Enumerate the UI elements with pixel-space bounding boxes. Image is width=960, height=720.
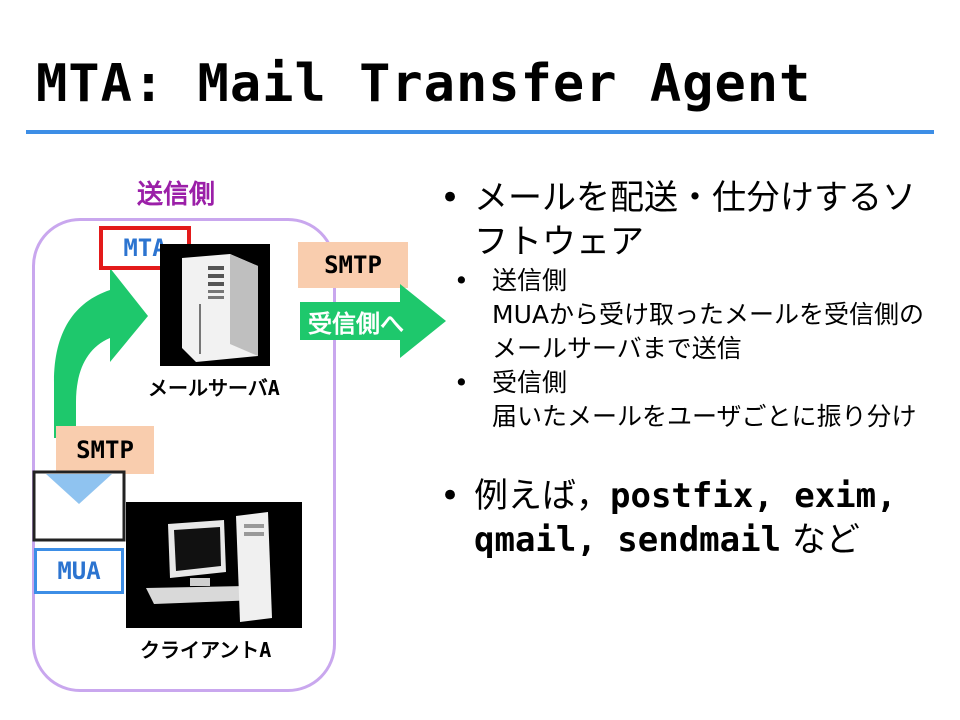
bullet-text: メールを配送・仕分けするソフトウェア bbox=[474, 178, 916, 262]
bullet-dot: • bbox=[440, 476, 461, 516]
to-receiver-label: 受信側へ bbox=[308, 310, 404, 338]
sub-bullet-receiver-desc: 届いたメールをユーザごとに振り分け bbox=[492, 402, 917, 431]
server-caption: メールサーバA bbox=[148, 376, 280, 400]
title-underline bbox=[26, 130, 934, 134]
bullet-main-2: • 例えば，postfix, exim, qmail, sendmail など bbox=[440, 474, 936, 562]
sub-bullet-sender: • 送信側 bbox=[440, 264, 936, 298]
sub-bullet-title: 送信側 bbox=[492, 266, 568, 295]
envelope-icon bbox=[32, 470, 126, 542]
sender-group-frame bbox=[32, 218, 336, 692]
client-caption: クライアントA bbox=[140, 638, 272, 662]
rightward-green-arrow bbox=[300, 284, 446, 358]
bullet-main-1: • メールを配送・仕分けするソフトウェア bbox=[440, 176, 936, 264]
examples-prefix: 例えば， bbox=[474, 476, 610, 516]
slide-title: MTA: Mail Transfer Agent bbox=[36, 54, 812, 114]
server-tower-image bbox=[160, 244, 270, 366]
sub-bullet-dot: • bbox=[454, 266, 469, 295]
smtp-badge-top: SMTP bbox=[298, 242, 408, 288]
sub-bullet-title: 受信側 bbox=[492, 368, 568, 397]
bullet-dot: • bbox=[440, 178, 461, 218]
examples-suffix: など bbox=[781, 520, 860, 560]
smtp-badge-left: SMTP bbox=[56, 426, 154, 474]
examples-mono-line2: qmail, sendmail bbox=[474, 520, 782, 560]
client-pc-image bbox=[126, 502, 302, 628]
sender-side-label: 送信側 bbox=[137, 180, 216, 210]
mua-label: MUA bbox=[34, 548, 124, 594]
upward-green-arrow bbox=[54, 268, 148, 438]
bullet-list: • メールを配送・仕分けするソフトウェア • 送信側 MUAから受け取ったメール… bbox=[440, 176, 936, 562]
sub-bullet-receiver: • 受信側 bbox=[440, 366, 936, 400]
sub-bullet-dot: • bbox=[454, 368, 469, 397]
examples-mono-line1: postfix, exim, bbox=[610, 476, 897, 516]
sub-bullet-sender-desc: MUAから受け取ったメールを受信側のメールサーバまで送信 bbox=[492, 300, 924, 363]
